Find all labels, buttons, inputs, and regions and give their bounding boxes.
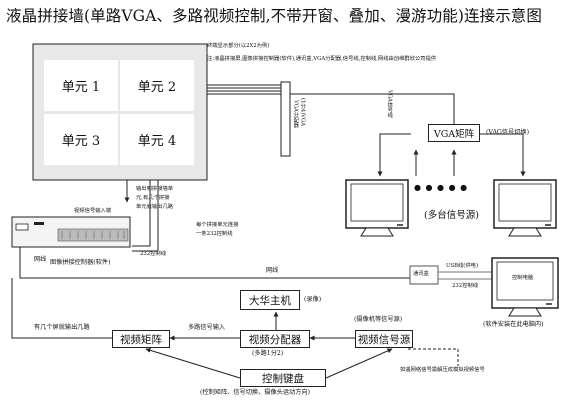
- video-splitter-note: (多路1分2): [252, 350, 284, 357]
- network-label-left: 网线: [34, 256, 47, 263]
- comm-box: [409, 265, 439, 285]
- wall-cell-1: 单元 1: [44, 60, 118, 111]
- dvr-note: (录像): [304, 296, 322, 303]
- wall-cell-2: 单元 2: [120, 60, 194, 111]
- network-label-mid: 网线: [266, 267, 279, 274]
- matrix-output-note: 有几个屏就输出几路: [34, 324, 90, 331]
- serial-line-label: 232控制线: [452, 283, 479, 289]
- control-pc-note: (软件安装在此电脑内): [483, 321, 544, 328]
- vga-matrix-box: VGA矩阵: [428, 124, 480, 142]
- control-pc-screen-label: 控制电脑: [512, 275, 534, 281]
- output-note-1: 输出到拼接墙单: [136, 186, 174, 192]
- vga-signal-line-label: VGA信号线: [386, 90, 393, 118]
- output-note-2: 元,有几个拼接: [136, 195, 170, 201]
- video-source-note: (摄像机等信号源): [354, 316, 403, 323]
- keyboard-note: (控制矩阵、信号切换、摄像头运动方向): [200, 389, 311, 396]
- output-note-3: 单元就输出几路: [136, 204, 174, 210]
- multi-source-label: (多台信号源): [424, 210, 479, 221]
- vga-splitter-label: VGA分配器: [292, 100, 299, 128]
- wall-note-2: 注:液晶拼接屏,图像拼接控制器(软件),通讯盒,VGA分配器,信号线,控制线,网…: [207, 56, 437, 62]
- control-line-note-1: 每个拼接单元连接: [196, 222, 239, 228]
- multi-input-label: 多路信号输入: [188, 324, 226, 331]
- vga-splitter-sublabel: (1分4)VGA: [299, 98, 306, 127]
- source-dots: ● ● ● ● ●: [414, 183, 469, 192]
- wall-note-1: 终端显示部分(以2X2为例): [207, 43, 270, 49]
- control-line-note-2: 一条232控制线: [196, 231, 233, 237]
- dvr-box: 大华主机: [240, 290, 300, 310]
- keyboard-box: 控制键盘: [240, 369, 326, 387]
- comm-box-label: 通讯盒: [413, 271, 429, 277]
- control-line-label: 232控制线: [140, 251, 167, 257]
- video-splitter-box: 视频分配器: [240, 330, 310, 348]
- video-source-box: 视频信号源: [355, 330, 413, 348]
- usb-line-label: USB线(供电): [446, 263, 479, 269]
- vga-matrix-note: (VAG信号切换): [486, 129, 530, 136]
- wall-cell-3: 单元 3: [44, 114, 118, 165]
- video-input-note: 视频信号输入端: [74, 208, 112, 214]
- video-matrix-box: 视频矩阵: [112, 330, 170, 348]
- vga-splitter-body: [280, 81, 291, 157]
- controller-label: 图像拼接控制器(软件): [50, 259, 111, 266]
- wall-cell-4: 单元 4: [120, 114, 194, 165]
- page-title: 液晶拼接墙(单路VGA、多路视频控制,不带开窗、叠加、漫游功能)连接示意图: [6, 7, 542, 25]
- ip-note: 如遇网络信号需解压成模拟视频信号: [400, 367, 485, 373]
